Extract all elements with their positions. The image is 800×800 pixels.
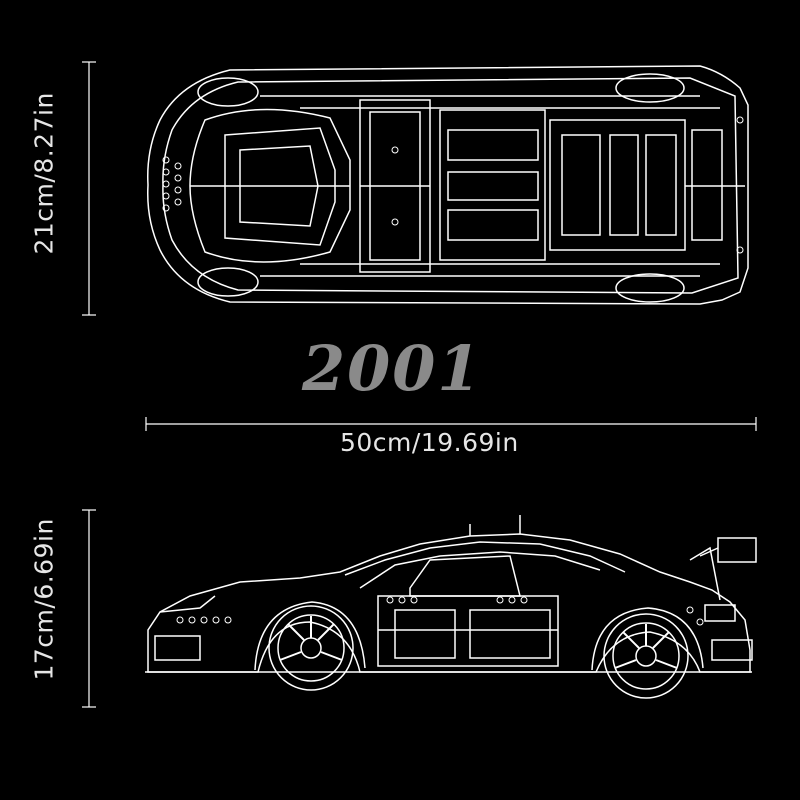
rear-wheel [603,613,689,699]
length-dimension-line [145,417,757,431]
side-view-car [145,515,757,699]
model-number: 2001 [302,332,483,405]
side-height-dimension-line [82,509,96,708]
top-height-dimension-line [82,61,96,316]
length-label: 50cm/19.69in [340,428,519,457]
top-view-car [147,65,749,305]
front-wheel [268,605,354,691]
